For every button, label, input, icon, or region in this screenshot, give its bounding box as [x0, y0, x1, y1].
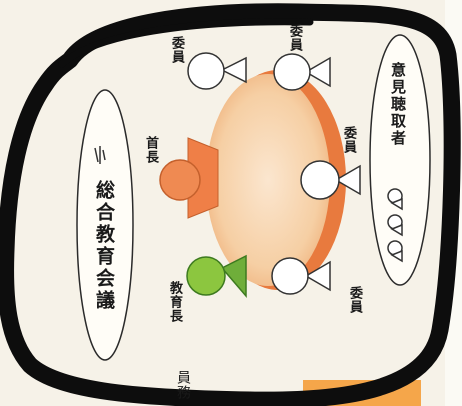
education-chief-head: [186, 256, 226, 296]
observers-label: 意見聴取者: [389, 62, 407, 147]
hand-drawn-loop-inner: [58, 18, 314, 68]
meeting-table: [206, 74, 330, 286]
member-top-left-body: [220, 56, 247, 84]
member-right-label: 委員: [341, 126, 356, 154]
member-bottom-label: 委員: [347, 286, 362, 314]
member-bottom-body: [304, 260, 331, 292]
member-right-body: [334, 164, 361, 196]
member-top-left-head: [187, 52, 225, 90]
member-top-right-label: 委員: [287, 24, 302, 52]
member-top-right-body: [304, 56, 331, 88]
council-title-oval: [76, 89, 134, 361]
member-top-right-head: [273, 53, 311, 91]
member-right-head: [300, 160, 340, 200]
hand-drawn-loop: [0, 3, 461, 406]
mayor-label: 首長: [143, 136, 158, 164]
education-chief-label: 教育長: [167, 281, 182, 323]
member-top-left-label: 委員: [169, 36, 184, 64]
council-title: 総合教育会議: [93, 180, 115, 312]
observer-people-icon: [387, 188, 403, 263]
observers-oval: [369, 34, 431, 286]
doc-mark-icon: [94, 146, 106, 164]
mayor-head: [159, 159, 201, 201]
education-chief-body: [220, 254, 247, 299]
edge-text: 員務: [175, 370, 191, 400]
member-bottom-head: [271, 257, 309, 295]
